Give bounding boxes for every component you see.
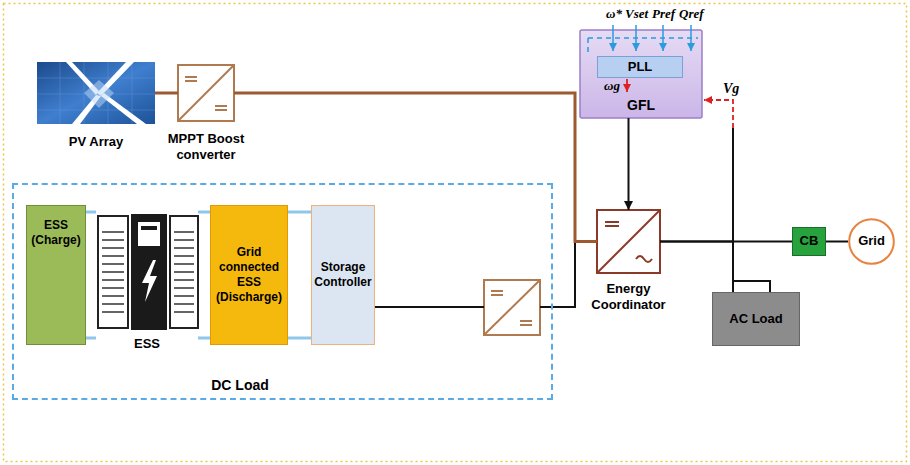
signal-name: ωg [604,79,620,94]
node-label: PV Array [36,134,156,150]
node-label: ESS (Charge) [29,218,83,248]
pll-block: PLL [597,56,683,78]
signal-name: Vset [625,7,648,22]
node-label: MPPT Boost converter [146,131,266,164]
storage-controller: Storage Controller [311,205,375,345]
signal-name: Qref [679,7,704,22]
pv-panel-picture [37,62,155,124]
node-label: CB [800,233,819,249]
connector [628,118,630,210]
node-label: AC Load [729,311,782,327]
connector [288,212,311,338]
inverter: Energy Coordinator [597,210,660,273]
grid-circle: Grid [848,218,895,265]
ac-load: AC Load [712,292,800,346]
voltage-sense-wire [704,100,733,242]
node-label: PLL [628,59,653,75]
node-label: ESS [117,336,177,352]
connector [826,241,848,243]
dc-bus-wire [375,242,770,308]
connector [198,212,210,338]
inverter-symbol [597,210,660,273]
outer-frame [4,4,907,462]
node-label: Grid connected ESS (Discharge) [213,245,285,305]
connector [660,242,733,293]
node-label: DC Load [200,377,280,395]
connector [86,212,96,338]
connector [234,93,597,242]
connector [155,92,178,95]
dc-load-region: DC LoadESS (Charge)ESSGrid connected ESS… [12,183,553,400]
battery-bank: ESS [96,212,198,330]
signal-name: Vg [723,81,739,97]
pll-output-arrow [626,79,628,92]
battery-cabinets [98,214,198,330]
storage-box: ESS (Charge) [26,205,86,345]
pv-array: PV Array [37,62,155,124]
reference-inputs [588,25,698,52]
circuit-breaker: CB [792,227,826,256]
gfl-box-outline [580,30,702,118]
dc-dc-converter-symbol [484,280,540,335]
signal-name: Pref [652,7,675,22]
gfl-controller: GFL PLL [580,30,702,118]
node-label: GFL [580,97,702,115]
node-label: Grid [858,233,885,249]
node-label: Storage Controller [314,260,372,290]
node-label: Energy Coordinator [574,281,684,314]
signal-name: ω* [606,7,622,22]
boost-converter: MPPT Boost converter [178,65,234,121]
dc-dc-converter-symbol [178,65,234,121]
storage-box: Grid connected ESS (Discharge) [210,205,288,345]
